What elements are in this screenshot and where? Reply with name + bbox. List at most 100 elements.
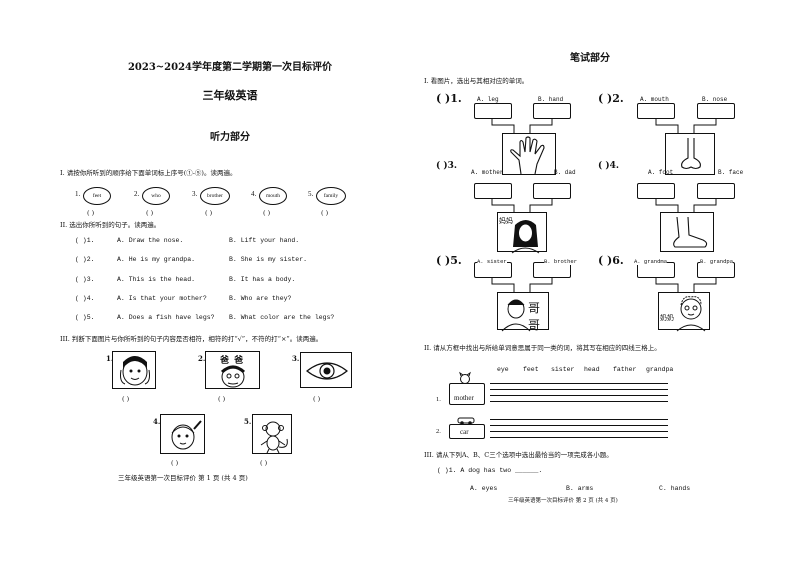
option-b: B. Lift your hand. <box>229 237 300 244</box>
page-footer-1: 三年级英语第一次目标评价 第 1 页 (共 4 页) <box>118 474 248 482</box>
pic-label: 妈妈 <box>499 217 513 225</box>
man-face-icon <box>220 365 246 388</box>
option-b: B. It has a body. <box>229 276 296 283</box>
foot-picture <box>660 212 714 252</box>
question-number[interactable]: ( )6. <box>598 254 624 267</box>
pic-number: 1. <box>106 354 114 363</box>
option-b: B. brother <box>544 258 578 265</box>
question-number[interactable]: ( )3. <box>436 161 458 171</box>
answer-paren[interactable]: ( ) <box>171 459 179 467</box>
option-a: A. foot <box>648 169 674 176</box>
connector-lines <box>491 119 553 133</box>
word-label: mouth <box>259 187 287 205</box>
option-box-b: B. dad <box>533 169 576 199</box>
exam-subject: 三年级英语 <box>202 89 258 102</box>
pic-label: 奶奶 <box>660 314 674 322</box>
word-bank-item: feet <box>523 366 539 373</box>
question-number[interactable]: ( )1. <box>436 92 462 105</box>
mc-option-b[interactable]: B. arms <box>566 485 594 492</box>
word-bank-item: grandpa <box>646 366 674 373</box>
option-a: A. grandma <box>634 258 668 265</box>
word-card-label: car <box>460 428 469 436</box>
rpart1-instruction: I. 看图片，选出与其相对应的单词。 <box>424 77 529 85</box>
part2-instruction: II. 选出你所听到的句子。读两遍。 <box>60 221 161 229</box>
option-a: A. Draw the nose. <box>117 237 184 244</box>
word-label: who <box>142 187 170 205</box>
answer-paren[interactable]: ( ) <box>260 459 268 467</box>
question-number[interactable]: ( )3. <box>75 276 95 283</box>
listening-section-title: 听力部分 <box>210 132 250 143</box>
pic-number: 3. <box>292 354 300 363</box>
mother-picture: 妈妈 <box>497 212 547 254</box>
exam-header: 2023~2024学年度第二学期第一次目标评价 <box>127 62 333 73</box>
question-number[interactable]: ( )2. <box>75 256 95 263</box>
old-woman-icon <box>676 296 706 332</box>
father-picture: 爸 爸 <box>205 351 260 389</box>
option-box-a: A. mouth <box>637 96 675 119</box>
pic-caption: 爸 爸 <box>220 356 245 366</box>
question-number[interactable]: ( )5. <box>75 314 95 321</box>
mc-question-1[interactable]: ( )1. A dog has two ______. <box>437 467 543 474</box>
connector-lines <box>491 199 553 212</box>
word-label: brother <box>200 187 230 205</box>
option-b: B. What color are the legs? <box>229 314 335 321</box>
option-a: A. Is that your mother? <box>117 295 207 302</box>
connector-lines <box>655 119 717 133</box>
pic-label: 哥哥 <box>528 301 541 332</box>
answer-paren[interactable]: ( ) <box>122 395 130 403</box>
answer-paren[interactable]: ( ) <box>263 209 271 217</box>
answer-paren[interactable]: ( ) <box>313 395 321 403</box>
word-number: 5. <box>308 190 314 198</box>
option-box-a: A. mother <box>471 169 512 199</box>
option-b: B. face <box>718 169 744 176</box>
answer-paren[interactable]: ( ) <box>146 209 154 217</box>
eye-picture <box>300 352 352 388</box>
option-box-b: B. grandpa <box>697 258 735 278</box>
option-b: B. hand <box>538 96 564 103</box>
connector-lines <box>655 199 717 212</box>
question-number[interactable]: ( )2. <box>598 92 624 105</box>
mc-option-a[interactable]: A. eyes <box>470 485 498 492</box>
answer-paren[interactable]: ( ) <box>87 209 95 217</box>
row-number: 1. <box>436 396 441 403</box>
child-head-icon <box>171 420 202 450</box>
monkey-icon <box>260 421 288 454</box>
word-card-label: mother <box>454 394 474 402</box>
word-bank-item: father <box>613 366 637 373</box>
girl-face-icon <box>120 356 150 386</box>
question-number[interactable]: ( )5. <box>436 254 462 267</box>
option-a: A. sister <box>477 258 507 265</box>
option-box-a: A. grandma <box>634 258 675 278</box>
option-box-b: B. brother <box>533 258 578 278</box>
rpart3-instruction: III. 请从下列A、B、C三个选项中选出最恰当的一项完成各小题。 <box>424 451 613 459</box>
question-number[interactable]: ( )4. <box>75 295 95 302</box>
mc-option-c[interactable]: C. hands <box>659 485 691 492</box>
answer-paren[interactable]: ( ) <box>321 209 329 217</box>
word-number: 4. <box>251 190 257 198</box>
word-bank-item: eye <box>497 366 509 373</box>
word-bank-item: sister <box>551 366 575 373</box>
word-label: family <box>316 187 346 205</box>
answer-paren[interactable]: ( ) <box>205 209 213 217</box>
option-b: B. dad <box>554 169 576 176</box>
rpart2-instruction: II. 请从方框中找出与所给单词意思属于同一类的词，将其写在相应的四线三格上。 <box>424 344 661 352</box>
word-label: feet <box>83 187 111 205</box>
foot-icon <box>673 216 708 248</box>
question-number[interactable]: ( )4. <box>598 161 620 171</box>
nose-picture <box>665 133 715 175</box>
boy-icon <box>501 299 531 332</box>
part3-instruction: III. 判断下面图片与你所听到的句子内容是否相符，相符的打“√”，不符的打“×… <box>60 335 323 343</box>
question-number[interactable]: ( )1. <box>75 237 95 244</box>
eye-icon <box>306 362 348 380</box>
option-b: B. Who are they? <box>229 295 292 302</box>
writing-section-title: 笔试部分 <box>570 53 610 64</box>
answer-paren[interactable]: ( ) <box>218 395 226 403</box>
option-box-a: A. leg <box>474 96 512 119</box>
option-box-b: B. hand <box>533 96 571 119</box>
monkey-picture <box>252 414 292 454</box>
grandma-picture: 奶奶 <box>658 292 710 332</box>
part1-instruction: I. 请按你所听到的顺序给下面单词标上序号(①-⑤)。读两遍。 <box>60 169 237 177</box>
word-number: 3. <box>192 190 198 198</box>
word-bank-item: head <box>584 366 600 373</box>
nose-icon <box>681 138 701 170</box>
